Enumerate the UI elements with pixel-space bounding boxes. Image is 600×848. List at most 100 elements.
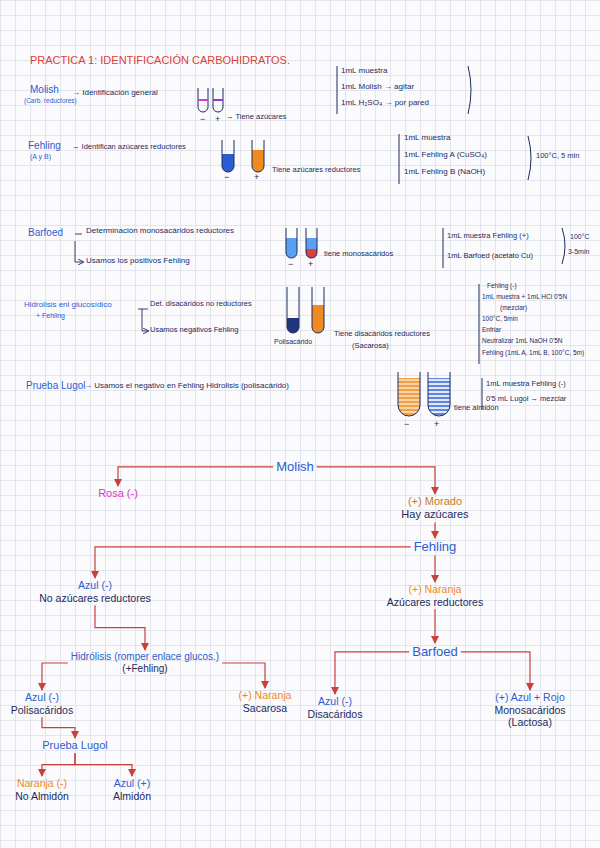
flow-arrow [434,556,435,582]
note-label: (A y B) [30,153,51,161]
note-label: 100°C, 5min [482,315,518,322]
note-label: 1mL Barfoed (acetato Cu) [447,252,533,261]
node-heading: Barfoed [412,644,458,660]
node-heading: Prueba Lugol [42,739,107,752]
note-label: + [308,259,313,269]
note-label: (Carb. reductores) [24,97,77,104]
flow-node: Azul (-)Disacáridos [305,694,366,721]
note-label: Usamos los positivos Fehling [86,256,190,265]
brackets [337,66,565,410]
flow-arrow [42,717,75,738]
flow-node: Prueba Lugol [39,738,110,753]
flow-node: Fehling [411,538,460,556]
note-label: tiene almidón [454,404,499,413]
node-body: No Almidón [15,790,69,803]
node-heading: Azul (-) [11,691,73,704]
flow-arrow [222,663,265,688]
note-label: 1mL Fehling A (CuSO₄) [404,150,487,159]
node-heading: (+) Azul + Rojo [480,691,580,704]
note-label: + [254,172,259,182]
node-heading: (+) Naranja [387,583,483,596]
note-label: Neutralizar 1mL NaOH 0'5N [482,337,562,344]
node-body: Monosacáridos (Lactosa) [480,704,580,729]
flow-arrow [42,663,68,690]
node-heading: Molish [276,459,314,475]
node-heading: Azul (+) [113,777,151,790]
flow-arrow [335,652,409,694]
node-body: No azúcares reductores [39,592,150,605]
node-heading: Fehling [414,539,457,555]
node-body: Polisacáridos [11,704,73,717]
note-label: Tiene disacáridos reductores [334,330,430,339]
note-label: 1mL H₂SO₄ → por pared [341,98,429,107]
flow-node: Barfoed [409,643,461,661]
flow-node: (+) NaranjaSacarosa [236,688,295,715]
node-heading: Naranja (-) [15,777,69,790]
note-label: Fehling [28,140,61,152]
note-label: → Identifican azúcares reductores [72,143,186,152]
note-label: 1mL Molish → agitar [341,82,414,91]
note-label: 0'5 mL Lugol → mezclar [486,395,566,404]
flow-node: Hidrólisis (romper enlace glucos.)(+Fehl… [68,650,222,676]
note-label: Det. disacáridos no reductores [150,300,252,309]
note-label: Tiene azúcares reductores [272,166,361,175]
leader-lines [75,234,148,331]
note-label: → Usamos el negativo en Fehling Hidrolis… [84,381,289,390]
note-label: Barfoed [28,227,63,239]
node-body: Sacarosa [239,702,292,715]
note-label: 1mL muestra [404,133,450,142]
note-label: + [434,419,439,429]
note-label: → Identificación general [72,88,158,97]
flow-arrow [434,522,435,538]
note-label: Enfriar [482,326,501,333]
flow-node: (+) NaranjaAzúcares reductores [384,582,486,609]
note-label: 1mL muestra [341,66,387,75]
node-heading: (+) Morado [401,495,468,508]
flow-arrow [95,605,145,650]
flow-node: Rosa (-) [95,486,141,501]
note-label: + [215,114,220,124]
node-heading: (+) Naranja [239,689,292,702]
flow-node: Naranja (-)No Almidón [12,776,72,803]
note-label: 1mL muestra + 1mL HCl 0'5N [482,293,567,300]
note-label: Polisacárido [274,338,312,346]
flow-node: Azul (-)No azúcares reductores [36,578,153,605]
note-label: − [224,172,229,182]
node-heading: Hidrólisis (romper enlace glucos.) [71,651,219,663]
note-label: Prueba Lugol [26,380,86,392]
flow-arrow [42,753,75,776]
note-label: − [404,419,409,429]
note-label: 1mL muestra Fehling (+) [447,232,529,241]
flow-node: (+) MoradoHay azúcares [398,494,471,522]
page-title: PRACTICA 1: IDENTIFICACIÓN CARBOHIDRATOS… [30,54,290,67]
flow-arrow [461,652,530,690]
flow-arrow [317,467,435,494]
flow-node: (+) Azul + RojoMonosacáridos (Lactosa) [477,690,583,730]
note-label: Determinación monosacáridos reductores [86,226,234,235]
tubes [198,88,450,416]
note-label: − [288,259,293,269]
node-body: Azúcares reductores [387,596,483,609]
note-label: Fehling (1mL A, 1mL B, 100°C, 5m) [482,349,584,356]
note-label: Molish [30,84,59,96]
note-label: 1mL Fehling B (NaOH) [404,167,485,176]
note-label: + Fehling [36,312,65,320]
node-body: (+Fehling) [71,663,219,675]
node-heading: Azul (-) [39,579,150,592]
node-body: Hay azúcares [401,508,468,521]
note-label: Hidrolisis enl glucosídico [24,300,112,309]
note-label: (Sacarosa) [352,342,389,351]
note-label: tiene monosacáridos [324,250,393,259]
note-label: (mezclar) [500,304,527,311]
node-heading: Azul (-) [308,695,363,708]
node-body: Almidón [113,790,151,803]
node-heading: Rosa (-) [98,487,138,500]
note-label: Fehling (-) [487,282,517,289]
note-label: 100°C [570,233,590,241]
flow-arrow [118,467,273,486]
flow-arrow [95,547,411,578]
node-body: Disacáridos [308,708,363,721]
note-label: 100°C, 5 min [536,152,579,161]
flow-arrow [75,753,132,776]
